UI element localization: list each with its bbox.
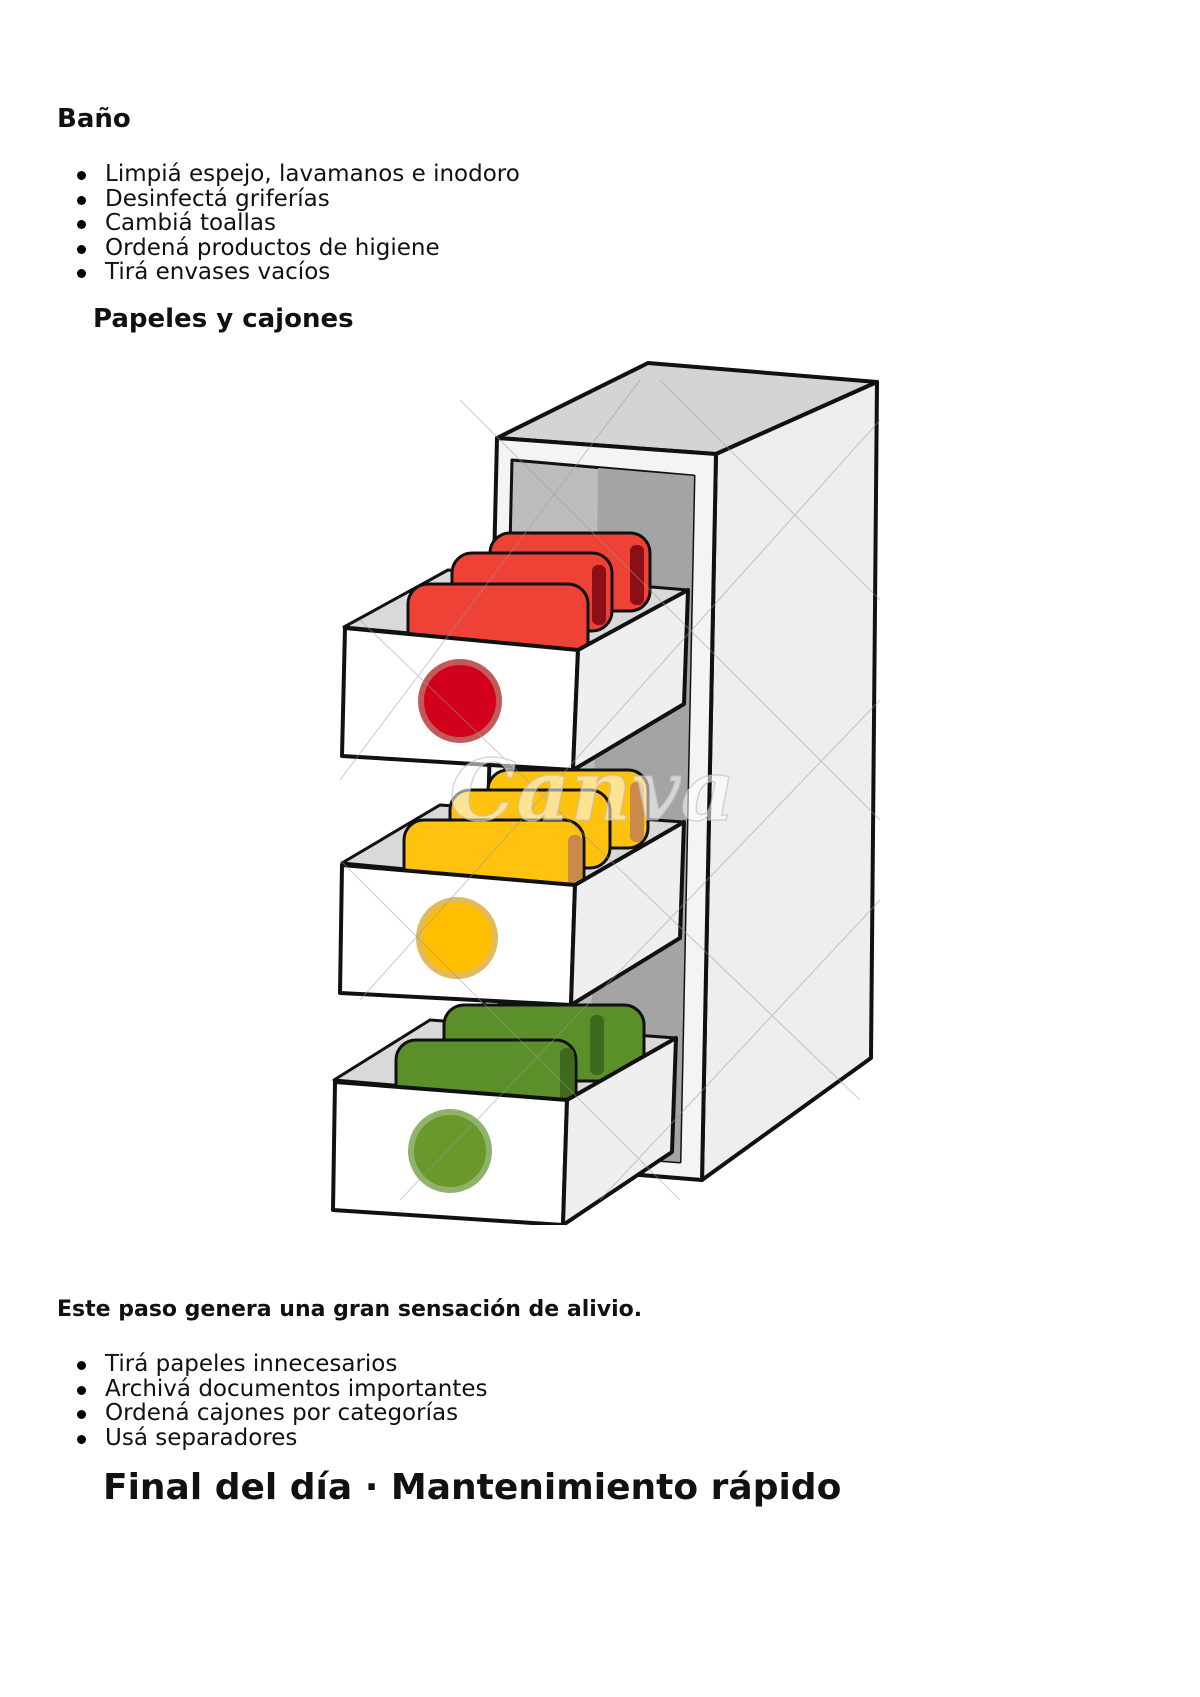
list-item: Tirá envases vacíos (57, 260, 520, 285)
list-item: Cambiá toallas (57, 211, 520, 236)
drawer-label-green (408, 1109, 492, 1193)
final-section-title: Final del día · Mantenimiento rápido (103, 1467, 842, 1508)
list-item: Usá separadores (57, 1425, 488, 1451)
papers-lead-text: Este paso genera una gran sensación de a… (57, 1297, 643, 1322)
drawer-middle (338, 768, 686, 1007)
section-title-bathroom: Baño (57, 104, 131, 134)
list-item: Archivá documentos importantes (57, 1376, 488, 1402)
watermark-text: Canva (449, 741, 735, 840)
list-item: Desinfectá griferías (57, 186, 520, 212)
papers-checklist: Tirá papeles innecesarios Archivá docume… (57, 1352, 488, 1450)
bathroom-checklist: Limpiá espejo, lavamanos e inodoro Desin… (57, 162, 520, 285)
list-item: Limpiá espejo, lavamanos e inodoro (57, 162, 520, 187)
drawer-label-yellow (416, 897, 498, 979)
list-item: Tirá papeles innecesarios (57, 1352, 488, 1377)
watermark-pattern (339, 379, 881, 1201)
drawer-bottom (331, 1003, 678, 1225)
section-title-papers: Papeles y cajones (93, 304, 354, 334)
list-item: Ordená cajones por categorías (57, 1401, 488, 1426)
list-item: Ordená productos de higiene (57, 235, 520, 261)
drawer-top (340, 531, 690, 772)
drawer-cabinet-icon: Canva (331, 361, 881, 1225)
drawer-label-red (418, 659, 502, 743)
